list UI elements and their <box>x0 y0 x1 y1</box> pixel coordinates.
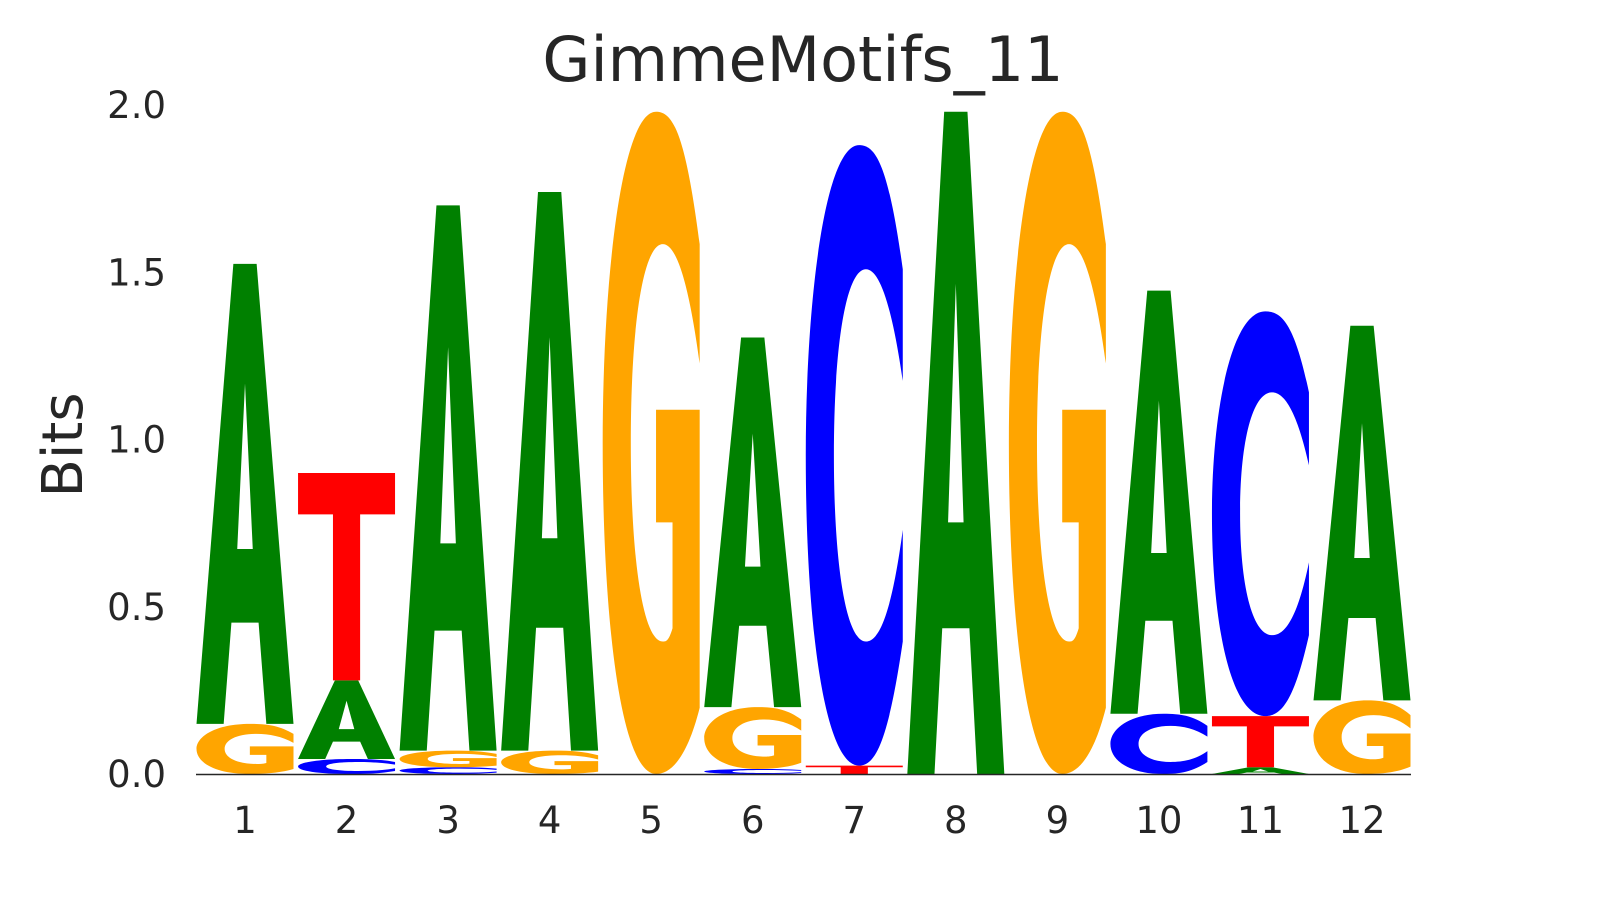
x-tick-label: 3 <box>436 799 460 842</box>
logo-letter-C <box>399 767 497 774</box>
x-tick-label: 1 <box>233 799 257 842</box>
y-axis-label: Bits <box>31 392 96 497</box>
y-tick-label: 0.0 <box>107 753 166 796</box>
x-tick-label: 12 <box>1338 799 1385 842</box>
x-tick-label: 4 <box>538 799 562 842</box>
logo-letter-A <box>907 111 1005 774</box>
logo-letter-G <box>602 111 700 774</box>
y-tick-label: 1.5 <box>107 251 166 294</box>
logo-letter-A <box>1110 290 1208 714</box>
logo-letter-G <box>501 750 599 774</box>
logo-letter-G <box>1008 111 1106 774</box>
x-tick-label: 9 <box>1046 799 1070 842</box>
logo-letter-A <box>298 680 396 759</box>
logo-letter-A <box>704 337 802 708</box>
logo-letter-A <box>399 205 497 751</box>
logo-letter-G <box>704 707 802 769</box>
logo-letter-G <box>399 750 497 768</box>
logo-letter-A <box>196 263 294 724</box>
logo-letter-C <box>1211 311 1309 717</box>
x-tick-label: 2 <box>335 799 359 842</box>
x-tick-label: 5 <box>639 799 663 842</box>
chart-title: GimmeMotifs_11 <box>542 23 1063 96</box>
y-tick-label: 1.0 <box>107 419 166 462</box>
logo-letter-C <box>704 768 802 774</box>
logo-letters <box>196 111 1411 774</box>
x-tick-label: 6 <box>741 799 765 842</box>
y-tick-label: 2.0 <box>107 84 166 127</box>
y-tick-labels: 0.0 0.5 1.0 1.5 2.0 <box>107 84 166 796</box>
logo-letter-C <box>805 145 903 766</box>
x-tick-label: 8 <box>944 799 968 842</box>
logo-letter-T <box>298 472 396 681</box>
logo-letter-A <box>501 191 599 751</box>
logo-letter-T <box>805 765 903 774</box>
logo-letter-G <box>196 723 294 774</box>
y-tick-label: 0.5 <box>107 586 166 629</box>
logo-letter-G <box>1313 700 1411 774</box>
x-tick-label: 10 <box>1135 799 1182 842</box>
logo-letter-C <box>298 758 396 774</box>
logo-letter-A <box>1313 325 1411 701</box>
logo-letter-T <box>1211 716 1309 768</box>
logo-letter-A <box>1211 767 1309 774</box>
x-tick-label: 11 <box>1237 799 1284 842</box>
x-tick-label: 7 <box>842 799 866 842</box>
logo-letter-C <box>1110 713 1208 774</box>
